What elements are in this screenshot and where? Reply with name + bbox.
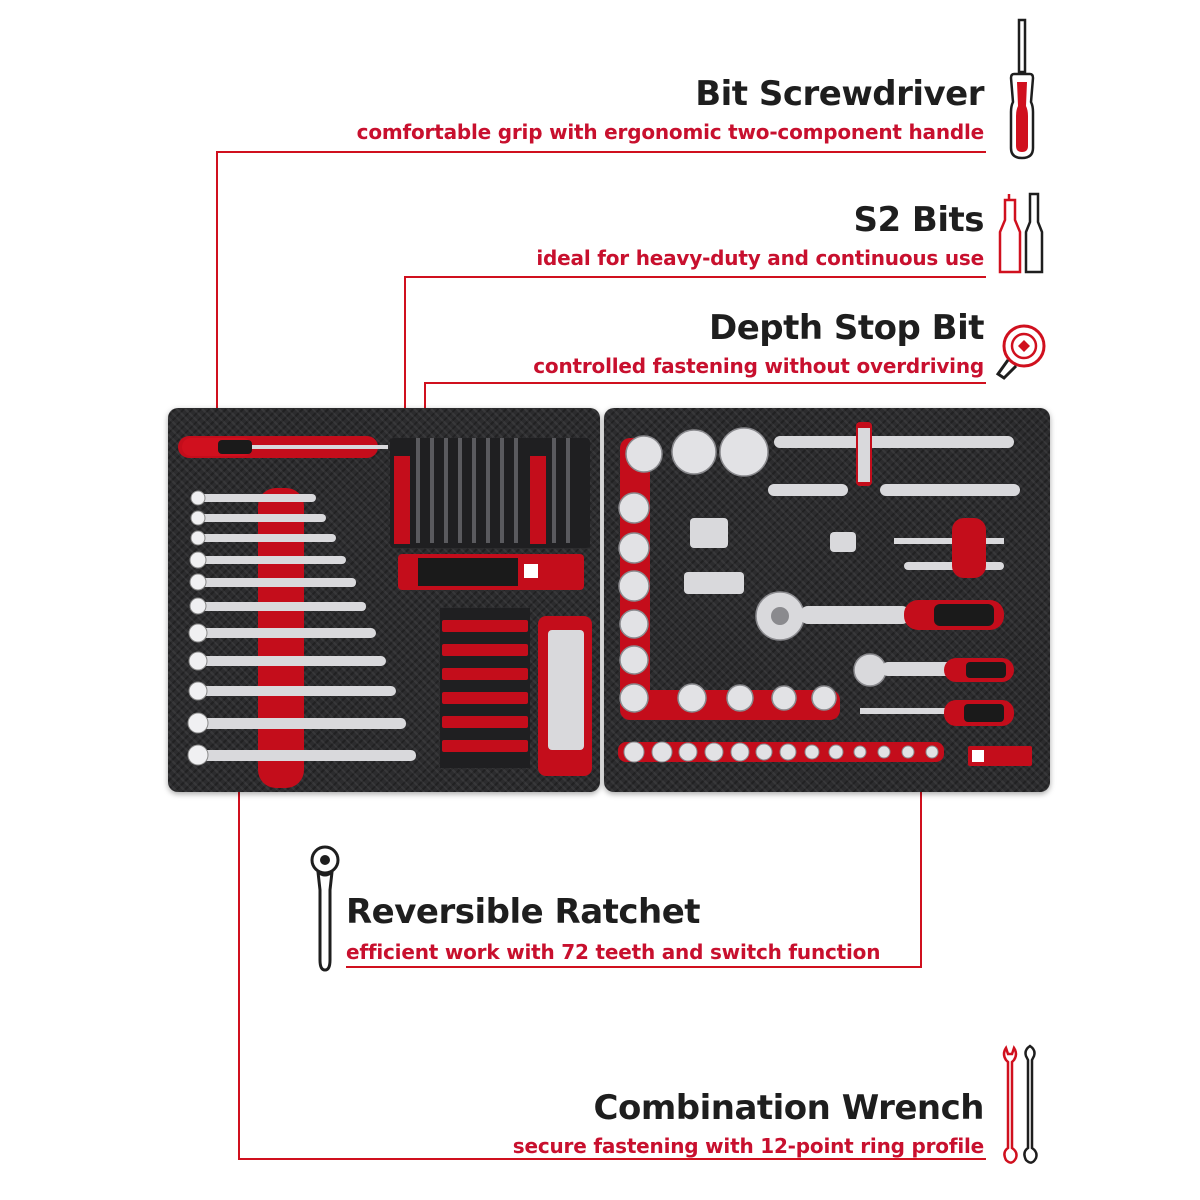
connector-bits-drop [404,276,406,431]
right-tool-tray [604,408,1050,792]
feature-subtitle: efficient work with 72 teeth and switch … [346,940,881,964]
tray-large-sockets [618,427,840,720]
feature-title: Bit Screwdriver [695,74,984,114]
connector-wrench-drop [238,730,240,1160]
feature-title: S2 Bits [853,200,984,240]
feature-title: Reversible Ratchet [346,892,701,932]
connector-ratchet-drop [920,616,922,968]
left-tool-tray [168,408,600,792]
feature-subtitle: comfortable grip with ergonomic two-comp… [356,120,985,144]
feature-subtitle: controlled fastening without overdriving [533,354,984,378]
screwdriver-icon [1002,18,1042,160]
feature-title: Depth Stop Bit [708,308,985,348]
feature-s2-bits: S2 Bits ideal for heavy-duty and continu… [300,196,984,276]
wrench-icon [1000,1044,1040,1166]
tray-extensions [684,422,1020,594]
depth-stop-bit-icon [990,318,1050,384]
tray-small-sockets [618,741,944,763]
connector-bits [404,276,986,278]
tray-bits [390,438,590,590]
feature-subtitle: ideal for heavy-duty and continuous use [536,246,984,270]
feature-depth-stop-bit: Depth Stop Bit controlled fastening with… [300,304,984,384]
einhell-logo [968,746,1032,766]
tray-spinner-handle [860,700,1014,726]
connector-screwdriver [216,151,986,153]
tray-hex-keys [538,616,592,776]
feature-bit-screwdriver: Bit Screwdriver comfortable grip with er… [300,70,985,150]
connector-screwdriver-drop [216,151,218,431]
connector-depth-stop [424,382,986,384]
feature-reversible-ratchet: Reversible Ratchet efficient work with 7… [346,890,946,970]
connector-wrench [238,1158,986,1160]
connector-ratchet [346,966,922,968]
tray-torx-sockets [440,608,530,768]
feature-title: Combination Wrench [593,1088,985,1128]
tray-small-ratchet [853,653,1014,687]
tray-screwdriver [178,436,388,458]
tray-large-ratchet [755,591,1004,641]
feature-subtitle: secure fastening with 12-point ring prof… [512,1134,984,1158]
ratchet-icon [308,844,342,974]
bits-icon [998,192,1048,278]
tray-wrenches [187,488,416,788]
feature-combination-wrench: Combination Wrench secure fastening with… [300,1084,985,1164]
